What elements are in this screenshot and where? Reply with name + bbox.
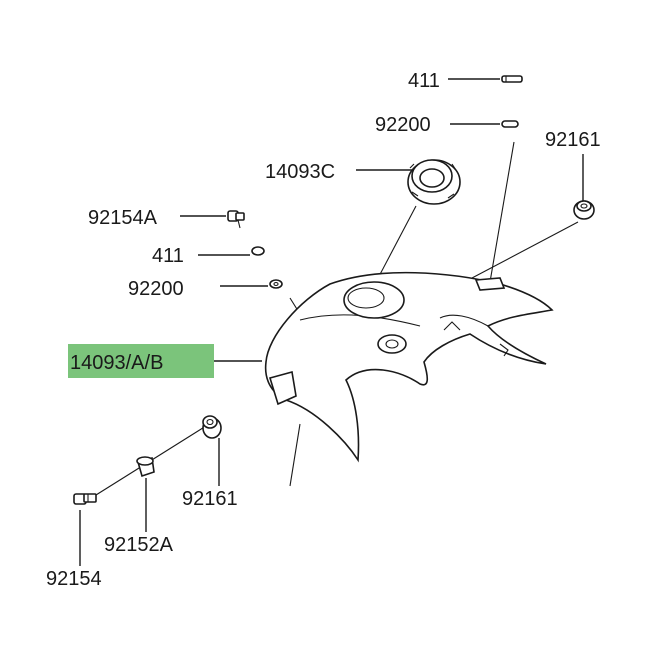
bolt-92154 (73, 493, 97, 505)
cap-14093c (407, 159, 461, 205)
label-14093-a-b: 14093/A/B (70, 352, 163, 374)
grommet-92161-right (573, 200, 595, 220)
leader-lines (79, 78, 584, 566)
label-92200-left: 92200 (128, 278, 184, 300)
screw-411-left (251, 246, 265, 256)
washer-92200-left (269, 279, 283, 289)
label-14093c: 14093C (265, 161, 335, 183)
label-92154: 92154 (46, 568, 102, 590)
washer-92200-top (501, 120, 519, 128)
tank-cover (264, 271, 554, 463)
label-92152a: 92152A (104, 534, 174, 556)
label-92161-lower: 92161 (182, 488, 238, 510)
bolt-92154a (227, 210, 245, 229)
label-92161-right: 92161 (545, 129, 601, 151)
highlight-box (68, 344, 214, 378)
label-411-top: 411 (408, 70, 440, 92)
screw-411-top (501, 75, 523, 83)
label-92200-top: 92200 (375, 114, 431, 136)
label-92154a: 92154A (88, 207, 158, 229)
collar-92152a (136, 456, 155, 478)
grommet-92161-lower (202, 415, 222, 439)
label-411-left: 411 (152, 245, 184, 267)
